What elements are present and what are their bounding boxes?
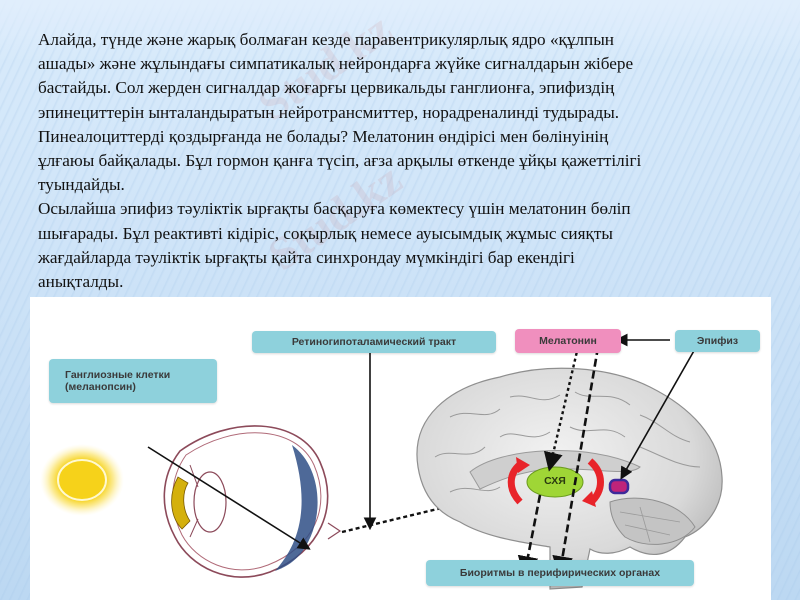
melatonin-label: Мелатонин [515, 329, 621, 353]
paragraph-line: Пинеалоциттерді қоздырғанда не болады? М… [38, 126, 609, 146]
paragraph-line: эпинециттерін ынталандыратын нейротрансм… [38, 102, 620, 122]
paragraph-line: ұлғаюы байқалады. Бұл гормон қанға түсіп… [38, 151, 642, 171]
eye-illustration [163, 425, 342, 578]
slide-body-text: Алайда, түнде жəне жарық болмаған кезде … [38, 28, 778, 294]
retinohypothalamic-tract-label: Ретиногипоталамический тракт [252, 331, 496, 353]
paragraph-line: шығарады. Бұл реактивті кідіріс, соқырлы… [38, 223, 613, 243]
paragraph-line: туындайды. [38, 175, 125, 195]
pineal-gland-label: Эпифиз [675, 330, 760, 352]
ganglion-cells-label-line1: Ганглиозные клетки [65, 369, 171, 381]
ganglion-cells-label-line2: (меланопсин) [65, 381, 136, 393]
paragraph-line: бастайды. Сол жерден сигналдар жоғарғы ц… [38, 78, 615, 98]
circadian-diagram: Ганглиозные клетки (меланопсин) Ретиноги… [30, 297, 771, 600]
paragraph-line: Алайда, түнде жəне жарық болмаған кезде … [38, 30, 614, 49]
scn-label: СХЯ [544, 475, 566, 487]
ganglion-cells-label: Ганглиозные клетки (меланопсин) [49, 359, 217, 403]
peripheral-biorhythms-label: Биоритмы в перифирических органах [426, 560, 694, 586]
diagram-illustration [40, 333, 723, 590]
paragraph-line: Осылайша эпифиз тəуліктік ырғақты басқар… [38, 199, 631, 219]
paragraph-line: жағдайларда тəуліктік ырғақты қайта синх… [38, 247, 575, 267]
paragraph-line: анықталды. [38, 272, 124, 292]
sun-icon [40, 444, 124, 516]
paragraph-line: ашады» жəне жұлындағы симпатикалық нейро… [38, 54, 634, 74]
